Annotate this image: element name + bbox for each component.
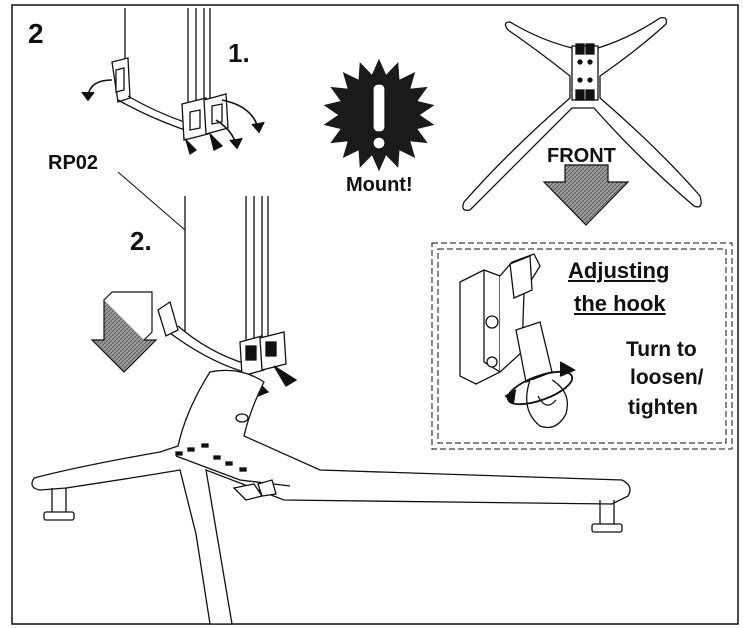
base-top-view xyxy=(462,16,702,211)
front-label: FRONT xyxy=(547,145,616,167)
hook-detail-illustration xyxy=(459,253,569,429)
step-number: 2 xyxy=(28,18,44,49)
exclamation-burst-icon xyxy=(323,58,435,172)
step2-column-illustration xyxy=(157,196,298,397)
page-frame xyxy=(11,4,739,625)
down-arrow-icon xyxy=(542,164,630,226)
rotation-arrow-icon xyxy=(504,361,577,406)
mount-label: Mount! xyxy=(346,174,413,196)
adjust-title-line1: Adjusting xyxy=(568,258,670,283)
leader-line xyxy=(117,171,186,231)
base-perspective-illustration xyxy=(31,369,631,625)
adjust-title-line2: the hook xyxy=(574,291,666,316)
down-arrow-icon xyxy=(90,291,158,373)
sub-step-2-label: 2. xyxy=(130,226,152,256)
step1-column-illustration xyxy=(111,8,229,156)
sub-step-1-label: 1. xyxy=(228,38,250,68)
rotation-arrow-icon xyxy=(81,79,265,150)
part-code-label: RP02 xyxy=(48,152,99,174)
adjust-hook-panel-frame xyxy=(431,242,733,450)
turn-instruction-line3: tighten xyxy=(628,396,698,419)
turn-instruction-line2: loosen/ xyxy=(630,366,704,389)
turn-instruction-line1: Turn to xyxy=(626,338,697,361)
